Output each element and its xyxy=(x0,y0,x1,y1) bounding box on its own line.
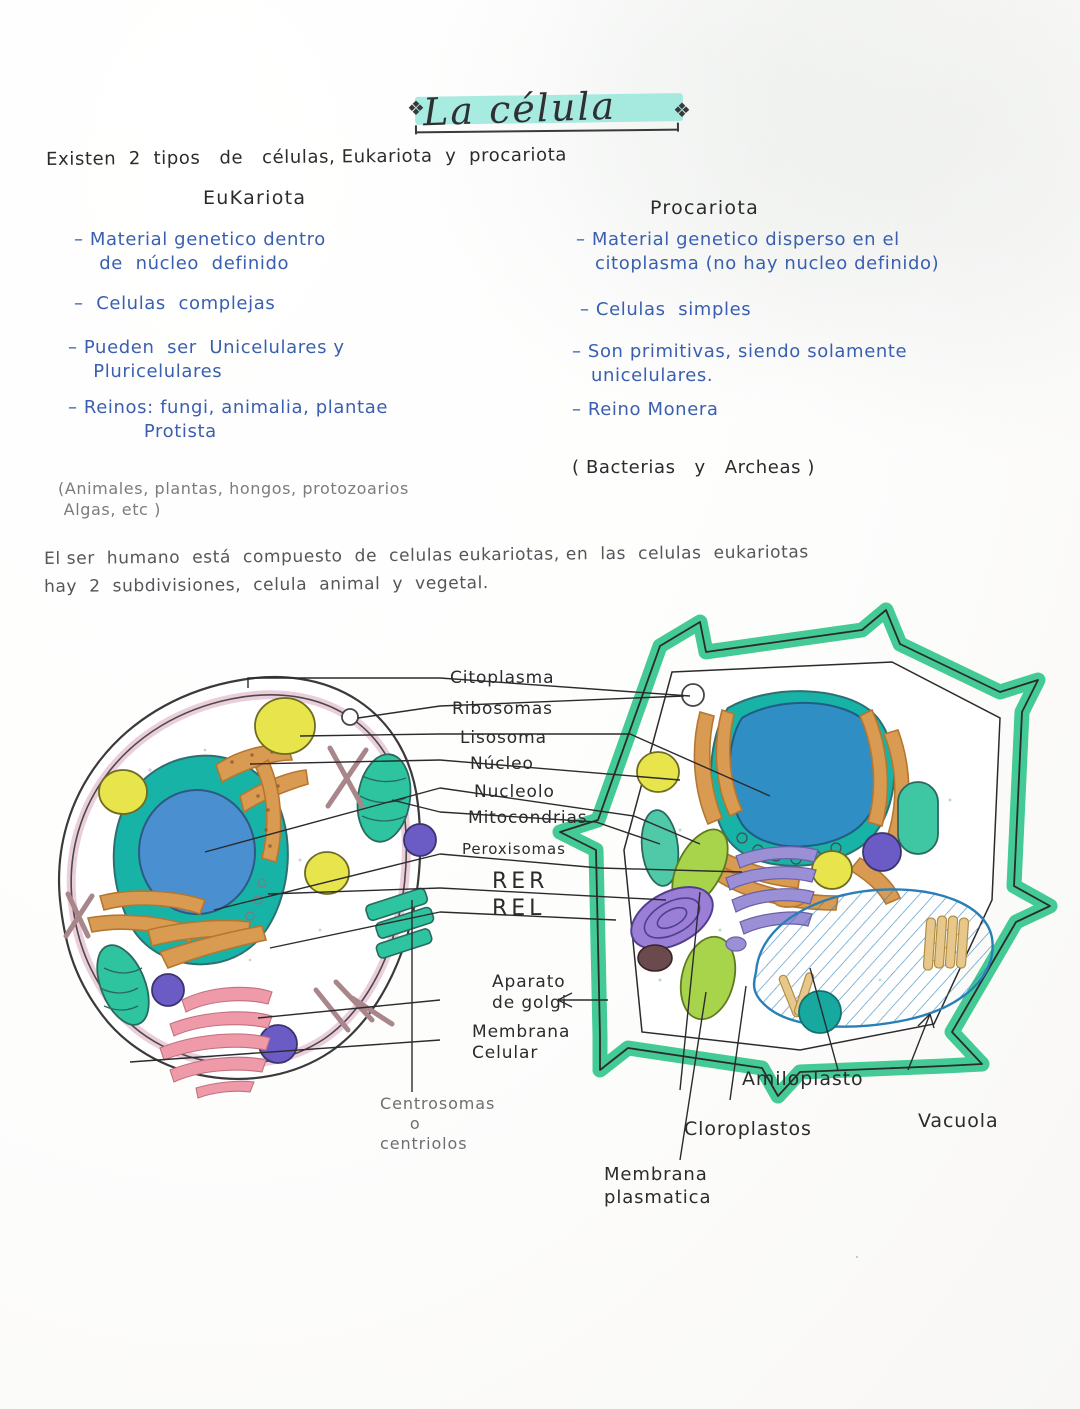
label-amiloplasto: Amiloplasto xyxy=(742,1068,864,1090)
title-flourish-left-icon: ❖ xyxy=(407,96,425,120)
label-peroxisomas: Peroxisomas xyxy=(462,840,566,858)
page-title-text: La célula xyxy=(422,83,617,135)
lysosome xyxy=(254,697,316,755)
plant-cell-drawing xyxy=(552,602,1058,1104)
eukariota-bullet-1: – Material genetico dentro de núcleo def… xyxy=(74,229,326,274)
label-membrana-plasmatica: Membrana plasmatica xyxy=(604,1164,712,1208)
label-lisosoma: Lisosoma xyxy=(460,728,547,748)
intro-line: Existen 2 tipos de células, Eukariota y … xyxy=(46,144,568,170)
eukariota-bullet-3: – Pueden ser Unicelulares y Pluricelular… xyxy=(68,337,345,382)
title-flourish-right-icon: ❖ xyxy=(673,98,691,122)
summary-paragraph-line2: hay 2 subdivisiones, celula animal y veg… xyxy=(44,573,489,597)
label-ribosomas: Ribosomas xyxy=(452,699,553,719)
eukariota-note: (Animales, plantas, hongos, protozoarios… xyxy=(58,479,409,520)
label-vacuola: Vacuola xyxy=(918,1110,999,1132)
label-nucleo: Núcleo xyxy=(470,754,534,774)
label-nucleolo: Nucleolo xyxy=(474,782,555,802)
label-citoplasma: Citoplasma xyxy=(450,668,555,688)
procariota-bullet-4: – Reino Monera xyxy=(572,399,719,420)
label-aparato-de-golgi: Aparato de golgi xyxy=(492,972,568,1014)
label-rer: RER xyxy=(492,869,549,894)
label-centrosomas-centriolos: Centrosomas o centriolos xyxy=(380,1094,496,1153)
eukariota-bullet-4: – Reinos: fungi, animalia, plantae Proti… xyxy=(68,397,389,442)
procariota-note: ( Bacterias y Archeas ) xyxy=(572,457,815,478)
label-cloroplastos: Cloroplastos xyxy=(684,1118,812,1140)
leader-lines xyxy=(129,677,935,1161)
label-rel: REL xyxy=(492,896,546,921)
procariota-bullet-1: – Material genetico disperso en el citop… xyxy=(576,229,940,274)
stray-pencil-mark xyxy=(856,1256,858,1258)
procariota-bullet-3: – Son primitivas, siendo solamente unice… xyxy=(572,341,908,386)
procariota-bullet-2: – Celulas simples xyxy=(580,299,752,320)
eukariota-bullet-2: – Celulas complejas xyxy=(74,293,276,314)
label-mitocondrias: Mitocondrias xyxy=(468,808,588,828)
column-heading-eukariota: EuKariota xyxy=(203,187,307,209)
animal-cell-drawing xyxy=(57,675,437,1099)
cell-diagram xyxy=(0,600,1080,1280)
label-membrana-celular: Membrana Celular xyxy=(472,1022,571,1064)
page-title: ❖ La célula ❖ xyxy=(405,82,705,144)
column-heading-procariota: Procariota xyxy=(650,197,760,219)
